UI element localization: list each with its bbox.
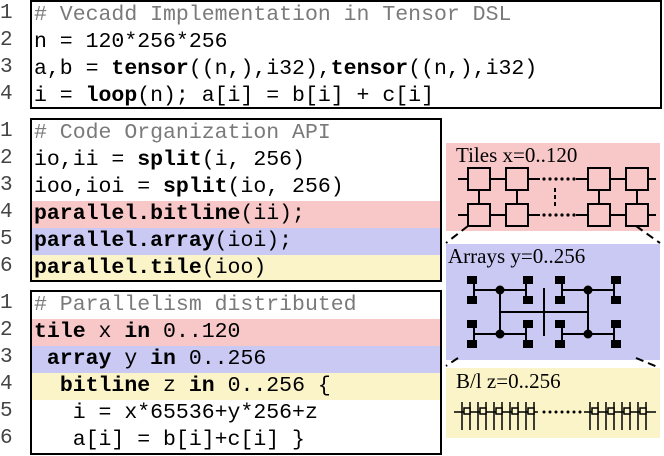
line-number: 3 bbox=[0, 174, 13, 197]
line-number: 4 bbox=[0, 373, 13, 396]
line-number: 2 bbox=[0, 147, 13, 170]
arrays-box bbox=[446, 244, 660, 360]
code-text: (n); a[i] = b[i] + c[i] bbox=[137, 84, 434, 108]
code-comment: # Vecadd Implementation in Tensor DSL bbox=[34, 3, 512, 27]
code-text: ((n,),i32) bbox=[408, 57, 538, 81]
keyword: array bbox=[46, 347, 112, 371]
keyword: bitline bbox=[59, 374, 151, 398]
keyword: split bbox=[137, 148, 202, 172]
keyword: in bbox=[188, 374, 215, 398]
hardware-hierarchy-diagram: Tiles x=0..120 Arrays bbox=[445, 143, 661, 438]
line-number: 3 bbox=[0, 346, 13, 369]
code-text: ((n,),i32), bbox=[188, 57, 331, 81]
arrays-htree bbox=[467, 276, 621, 348]
keyword: parallel.tile bbox=[34, 256, 202, 280]
code-text: a,b = bbox=[34, 57, 112, 81]
code-text: (ioi); bbox=[214, 229, 293, 253]
code-comment: # Code Organization API bbox=[34, 121, 331, 145]
line-number: 5 bbox=[0, 228, 13, 251]
keyword: parallel.array bbox=[34, 229, 215, 253]
code-text: 0..120 bbox=[150, 320, 241, 344]
code-line-bitline-loop: bitline z in 0..256 { bbox=[32, 373, 440, 400]
code-text: x bbox=[85, 320, 125, 344]
code-comment: # Parallelism distributed bbox=[34, 293, 357, 317]
code-text: ioo,ioi = bbox=[34, 175, 164, 199]
code-line: a,b = tensor((n,),i32),tensor((n,),i32) bbox=[34, 56, 537, 83]
code-text: io,ii = bbox=[34, 148, 138, 172]
code-line-tile: parallel.tile(ioo) bbox=[32, 255, 440, 280]
code-line: n = 120*256*256 bbox=[34, 30, 228, 54]
line-number: 6 bbox=[0, 427, 13, 450]
line-number: 2 bbox=[0, 29, 13, 52]
keyword: parallel.bitline bbox=[34, 202, 241, 226]
bitline-label: B/l z=0..256 bbox=[456, 369, 561, 393]
code-organization-panel: # Code Organization API io,ii = split(i,… bbox=[30, 118, 442, 282]
keyword: split bbox=[163, 175, 228, 199]
keyword: tensor bbox=[111, 57, 189, 81]
code-text: (i, 256) bbox=[201, 148, 305, 172]
keyword: tile bbox=[34, 320, 86, 344]
keyword: tensor bbox=[330, 57, 409, 81]
code-text: 0..256 { bbox=[214, 374, 331, 398]
arrays-label: Arrays y=0..256 bbox=[448, 244, 585, 268]
line-number: 2 bbox=[0, 319, 13, 342]
code-line: a[i] = b[i]+c[i] } bbox=[34, 428, 305, 452]
code-text: (ii); bbox=[240, 202, 305, 226]
code-text bbox=[34, 374, 60, 398]
line-number: 6 bbox=[0, 255, 13, 278]
tiles-ellipsis bbox=[542, 177, 576, 217]
zoom-lines-1 bbox=[445, 225, 661, 244]
bitline-cells bbox=[454, 402, 656, 430]
keyword: in bbox=[124, 320, 151, 344]
code-line: ioo,ioi = split(io, 256) bbox=[34, 174, 344, 201]
tiles-box bbox=[446, 143, 660, 231]
line-number: 4 bbox=[0, 201, 13, 224]
code-text: y bbox=[111, 347, 151, 371]
code-text: i = bbox=[34, 84, 86, 108]
code-line-bitline: parallel.bitline(ii); bbox=[32, 201, 440, 228]
code-text bbox=[34, 347, 47, 371]
line-number: 3 bbox=[0, 56, 13, 79]
parallelism-panel: # Parallelism distributed tile x in 0..1… bbox=[30, 290, 442, 455]
tiles-grid bbox=[458, 167, 656, 227]
code-text: 0..256 bbox=[175, 347, 267, 371]
bitline-box bbox=[446, 368, 660, 438]
vecadd-code-panel: # Vecadd Implementation in Tensor DSL n … bbox=[30, 0, 662, 109]
code-line: i = x*65536+y*256+z bbox=[34, 401, 318, 425]
code-line: io,ii = split(i, 256) bbox=[34, 147, 305, 174]
line-number: 5 bbox=[0, 400, 13, 423]
code-line: i = loop(n); a[i] = b[i] + c[i] bbox=[34, 83, 434, 110]
code-text: (ioo) bbox=[201, 256, 267, 280]
code-text: z bbox=[150, 374, 189, 398]
tiles-label: Tiles x=0..120 bbox=[456, 143, 577, 167]
zoom-lines-2 bbox=[445, 357, 661, 369]
line-number: 1 bbox=[0, 292, 13, 315]
code-line-tile-loop: tile x in 0..120 bbox=[32, 319, 440, 346]
code-line-array: parallel.array(ioi); bbox=[32, 228, 440, 255]
keyword: loop bbox=[85, 84, 138, 108]
code-line-array-loop: array y in 0..256 bbox=[32, 346, 440, 373]
keyword: in bbox=[150, 347, 176, 371]
bitline-ellipsis bbox=[542, 410, 582, 414]
line-number: 1 bbox=[0, 120, 13, 143]
line-number: 1 bbox=[0, 2, 13, 25]
line-number: 4 bbox=[0, 83, 13, 106]
code-text: (io, 256) bbox=[227, 175, 344, 199]
